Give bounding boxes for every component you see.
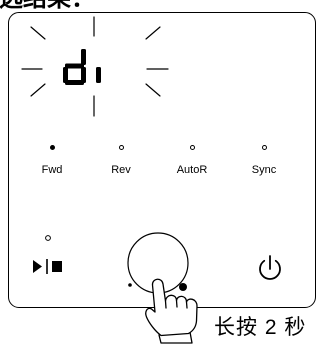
blink-ray <box>145 26 161 40</box>
key-rev[interactable]: Rev <box>91 140 151 180</box>
rev-led-indicator <box>118 145 124 150</box>
play-triangle <box>33 260 42 273</box>
segment-display <box>63 49 101 85</box>
key-sync[interactable]: Sync <box>234 140 294 180</box>
blink-ray <box>30 83 46 97</box>
power-button[interactable] <box>259 255 281 280</box>
fwd-led-indicator <box>49 145 55 150</box>
key-autor[interactable]: AutoR <box>162 140 222 180</box>
fwd-label: Fwd <box>41 164 63 176</box>
display-segment <box>63 67 68 83</box>
display-segment <box>65 80 84 85</box>
display-segment <box>65 63 84 69</box>
play-stop-led-indicator <box>45 235 51 241</box>
blink-ray <box>30 26 46 40</box>
display-segment <box>96 67 101 83</box>
instruction-text: 长按 2 秒 <box>214 316 307 339</box>
key-fwd[interactable]: Fwd <box>22 140 82 180</box>
display-segment <box>81 67 86 83</box>
pointing-hand-icon <box>145 278 198 344</box>
display-segment <box>81 49 86 65</box>
play-stop-icon[interactable] <box>33 259 62 274</box>
blink-rays-icon <box>21 16 169 117</box>
blink-ray <box>145 83 161 97</box>
sync-label: Sync <box>251 164 277 176</box>
autor-label: AutoR <box>176 164 208 176</box>
caption-text: 选结果： <box>0 0 95 13</box>
rev-label: Rev <box>111 164 131 176</box>
sync-led-indicator <box>261 145 267 150</box>
play-stop-button[interactable] <box>33 235 62 274</box>
hand-outline <box>145 278 198 337</box>
hand-knuckle-lines <box>164 299 188 309</box>
autor-led-indicator <box>189 145 195 150</box>
power-icon[interactable] <box>259 259 281 280</box>
right-marker-dot <box>179 283 187 291</box>
stop-square <box>52 261 62 272</box>
left-marker-dot <box>128 283 132 287</box>
